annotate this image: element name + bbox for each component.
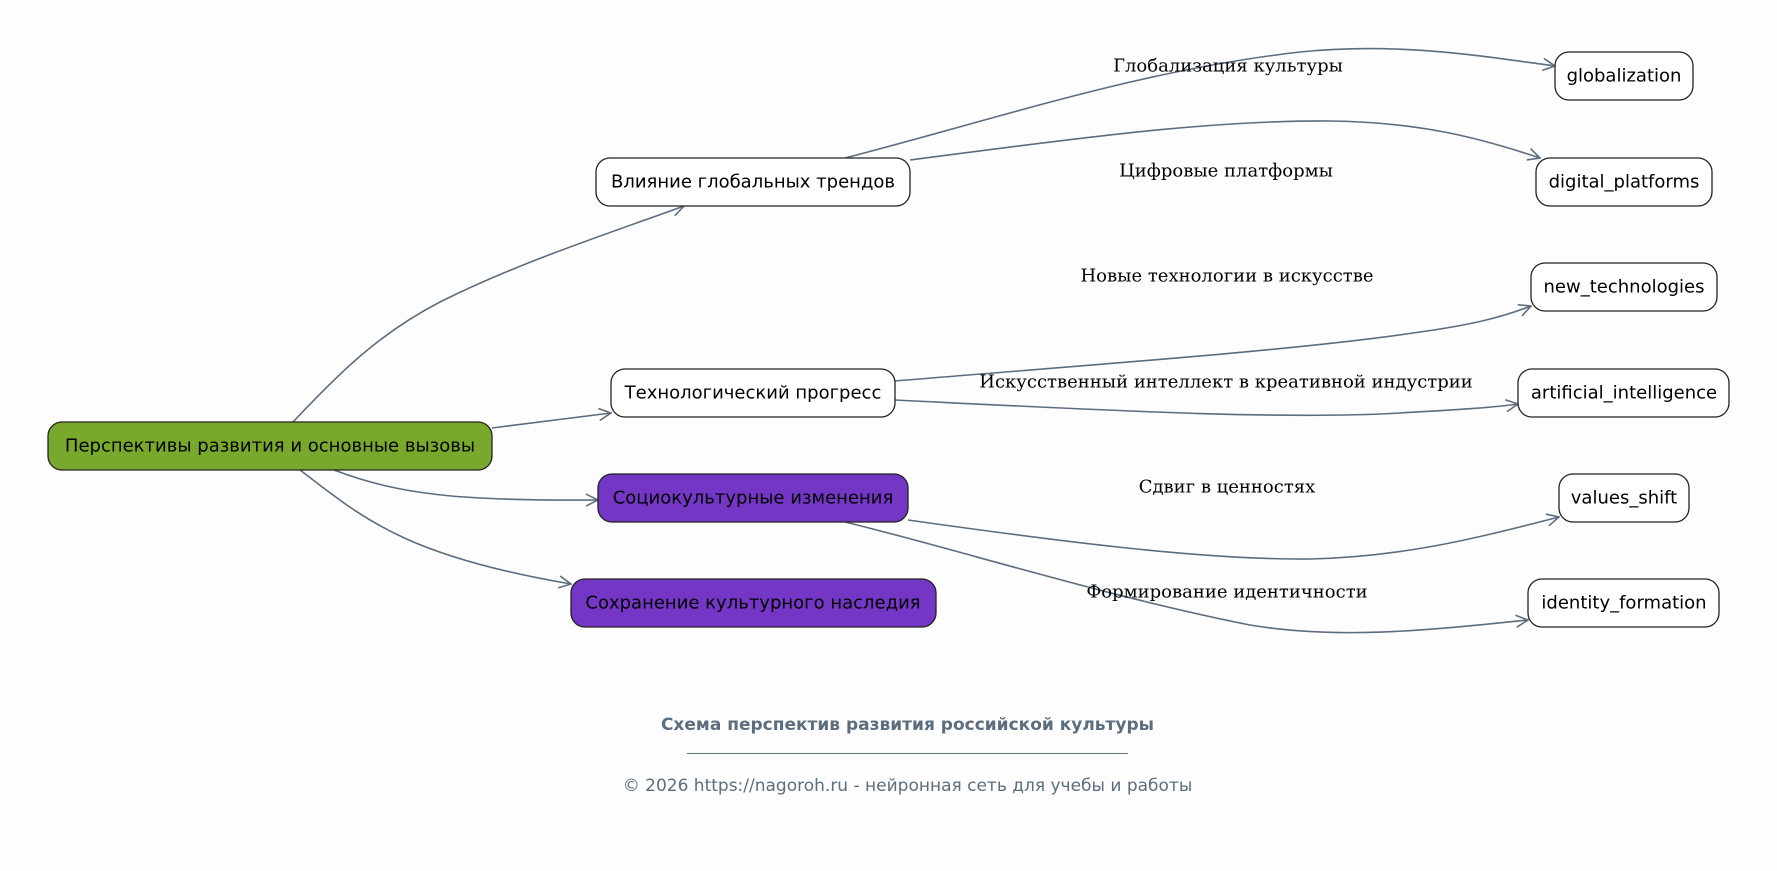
edge-tech-progress-artificial-intelligence [894,400,1518,417]
node-global-trends-box [595,157,911,207]
edge-root-sociocultural [333,469,598,500]
edge-label-values-shift: Сдвиг в ценностях [1139,477,1316,498]
node-tech-progress-box [610,368,896,418]
node-globalization[interactable]: globalization [1554,51,1694,101]
node-new-technologies[interactable]: new_technologies [1530,262,1718,312]
node-tech-progress[interactable]: Технологический прогресс [610,368,896,418]
node-heritage-label: Сохранение культурного наследия [585,593,920,614]
node-root-label: Перспективы развития и основные вызовы [65,436,475,457]
node-new-technologies-label: new_technologies [1544,277,1705,298]
edge-sociocultural-identity-formation [844,521,1528,634]
node-values-shift[interactable]: values_shift [1558,473,1690,523]
edge-root-tech-progress [491,413,611,429]
edge-root-heritage [299,469,571,584]
edge-global-trends-digital-platforms [909,120,1540,161]
node-globalization-box [1554,51,1694,101]
edge-sociocultural-values-shift [907,517,1559,560]
nodes-layer: Перспективы развития и основные вызовы В… [47,51,1730,628]
edge-label-digital-platforms: Цифровые платформы [1119,161,1333,182]
node-values-shift-label: values_shift [1571,488,1677,509]
node-global-trends-label: Влияние глобальных трендов [611,172,895,193]
node-sociocultural-box [597,473,909,523]
edge-root-global-trends [292,206,684,423]
node-artificial-intelligence[interactable]: artificial_intelligence [1517,368,1730,418]
node-globalization-label: globalization [1567,66,1682,87]
node-sociocultural[interactable]: Социокультурные изменения [597,473,909,523]
edge-label-globalization: Глобализация культуры [1113,56,1343,77]
node-values-shift-box [1558,473,1690,523]
node-identity-formation-box [1527,578,1720,628]
node-heritage[interactable]: Сохранение культурного наследия [570,578,937,628]
node-sociocultural-label: Социокультурные изменения [613,488,894,509]
node-digital-platforms-label: digital_platforms [1549,172,1700,193]
node-identity-formation-label: identity_formation [1541,593,1706,614]
node-global-trends[interactable]: Влияние глобальных трендов [595,157,911,207]
node-digital-platforms-box [1535,157,1713,207]
edge-tech-progress-new-technologies [894,306,1531,382]
node-digital-platforms[interactable]: digital_platforms [1535,157,1713,207]
edge-global-trends-globalization [844,47,1555,159]
diagram-caption-title: Схема перспектив развития российской кул… [660,715,1155,735]
edge-label-identity-formation: Формирование идентичности [1086,582,1367,603]
node-artificial-intelligence-label: artificial_intelligence [1531,383,1717,404]
edges-layer [292,47,1559,634]
caption-divider [687,753,1128,754]
edge-labels-layer: Глобализация культуры Цифровые платформы… [979,56,1473,603]
node-new-technologies-box [1530,262,1718,312]
node-artificial-intelligence-box [1517,368,1730,418]
node-root-box [47,421,493,471]
node-root[interactable]: Перспективы развития и основные вызовы [47,421,493,471]
node-tech-progress-label: Технологический прогресс [624,383,882,404]
node-heritage-box [570,578,937,628]
node-identity-formation[interactable]: identity_formation [1527,578,1720,628]
edge-label-new-technologies: Новые технологии в искусстве [1080,266,1373,287]
edge-label-artificial-intelligence: Искусственный интеллект в креативной инд… [979,372,1473,393]
copyright-notice: © 2026 https://nagoroh.ru - нейронная се… [622,776,1193,796]
